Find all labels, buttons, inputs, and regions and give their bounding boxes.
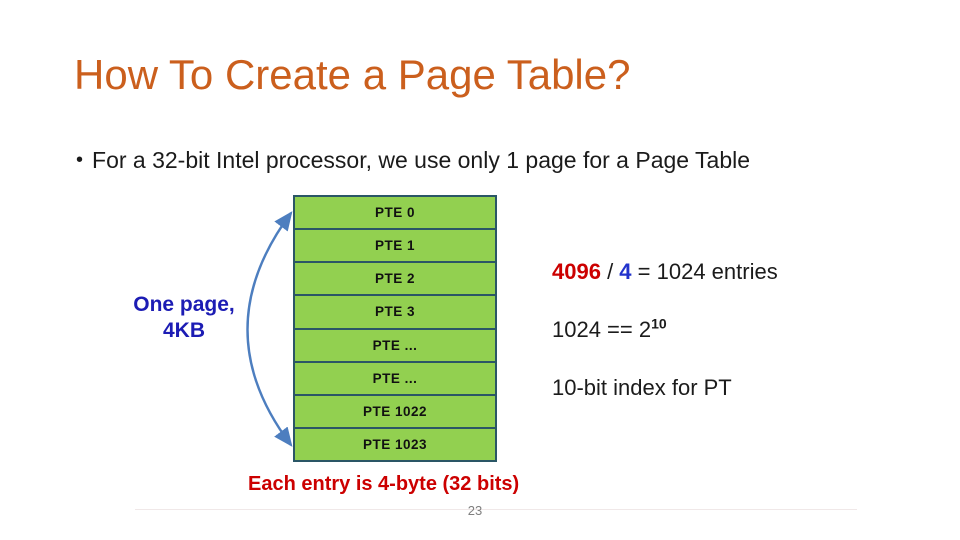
footer-divider bbox=[135, 509, 857, 510]
one-page-label: One page, 4KB bbox=[98, 292, 270, 345]
one-page-label-line2: 4KB bbox=[162, 319, 205, 343]
span-arrow-icon bbox=[246, 211, 293, 447]
power-exponent: 10 bbox=[651, 315, 667, 332]
power-base: 1024 == 2 bbox=[552, 317, 652, 342]
power-of-two-note: 1024 == 210 bbox=[552, 317, 667, 343]
page-number: 23 bbox=[467, 503, 483, 518]
equation-dividend: 4096 bbox=[552, 259, 601, 284]
bullet-text: For a 32-bit Intel processor, we use onl… bbox=[92, 147, 751, 173]
entry-size-note: Each entry is 4-byte (32 bits) bbox=[248, 473, 520, 495]
entries-equation: 4096 / 4 = 1024 entries bbox=[552, 259, 778, 285]
table-row: PTE ... bbox=[295, 330, 495, 363]
page-table-diagram: PTE 0 PTE 1 PTE 2 PTE 3 PTE ... PTE ... … bbox=[293, 195, 497, 462]
one-page-label-line1: One page, bbox=[133, 293, 235, 316]
table-row: PTE 1023 bbox=[362, 436, 428, 452]
table-row: PTE 1022 bbox=[295, 396, 495, 429]
table-row: PTE 2 bbox=[295, 263, 495, 297]
equation-separator: / bbox=[600, 259, 620, 284]
page-title: How To Create a Page Table? bbox=[74, 51, 631, 98]
equation-result: = 1024 entries bbox=[631, 259, 778, 284]
table-row: PTE 1 bbox=[295, 230, 495, 264]
index-note: 10-bit index for PT bbox=[552, 375, 732, 400]
bullet-icon: • bbox=[76, 149, 84, 171]
bullet-line: • For a 32-bit Intel processor, we use o… bbox=[76, 147, 750, 174]
table-row: PTE ... bbox=[295, 363, 495, 396]
table-row: PTE 0 bbox=[295, 197, 495, 231]
equation-divisor: 4 bbox=[619, 259, 632, 284]
table-row: PTE 3 bbox=[295, 296, 495, 330]
